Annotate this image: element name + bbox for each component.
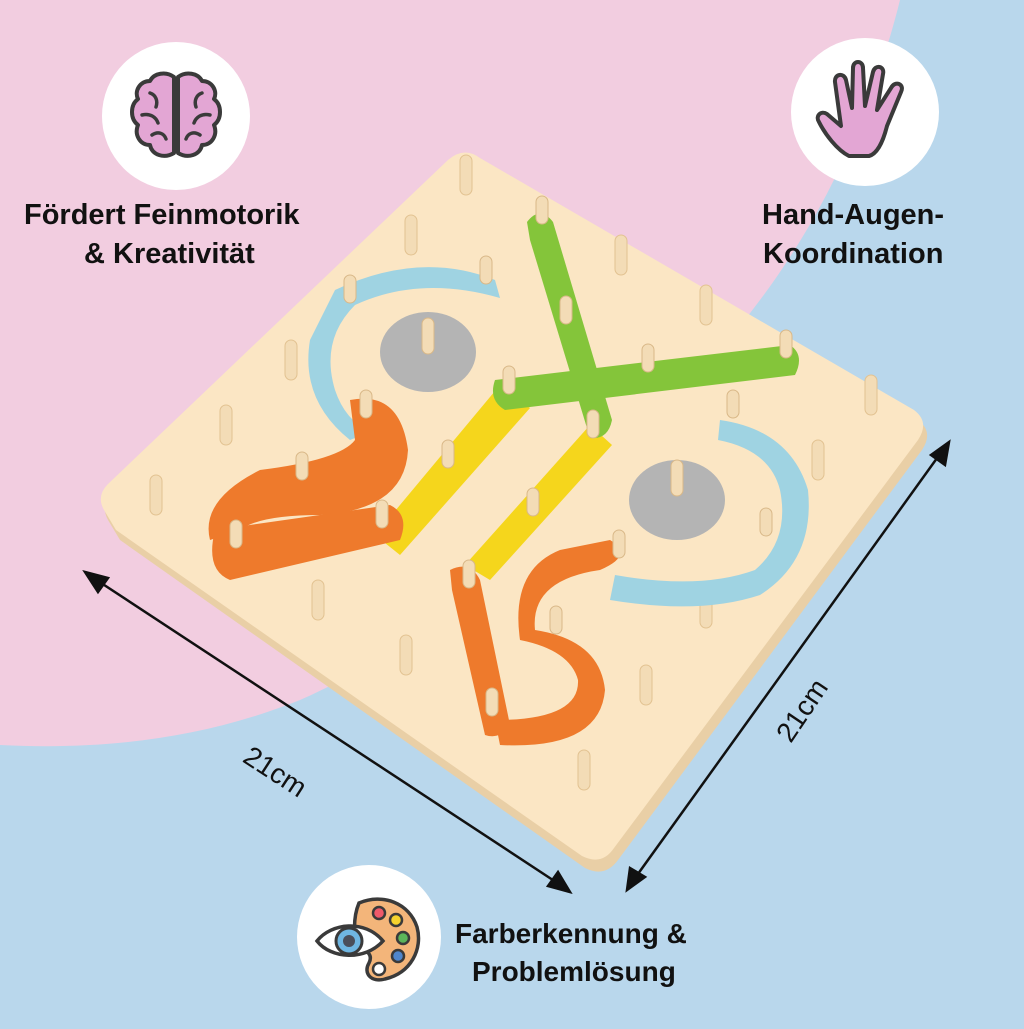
- orange-s: [495, 540, 621, 746]
- yellow-bar: [375, 385, 530, 555]
- arrow-head: [545, 869, 573, 895]
- arrow-head: [82, 569, 111, 595]
- feature-color-problem-line2: Problemlösung: [472, 956, 676, 987]
- feature-fine-motor-line2: & Kreativität: [84, 238, 255, 270]
- depth-arrow-line: [628, 446, 947, 886]
- green-bar: [492, 345, 799, 410]
- eye-palette-icon: [314, 897, 421, 982]
- brain-icon-circle: [102, 42, 250, 190]
- hand-icon-circle: [791, 38, 939, 186]
- peg-board: [100, 152, 924, 860]
- blue-arc: [308, 267, 500, 440]
- width-arrow-line: [91, 575, 566, 890]
- brain-icon: [130, 71, 222, 158]
- dimension-arrows: [82, 439, 951, 895]
- feature-color-problem-line1: Farberkennung &: [455, 918, 687, 949]
- feature-hand-eye-line1: Hand-Augen-: [762, 199, 945, 231]
- eye-palette-icon-circle: [297, 865, 441, 1009]
- feature-hand-eye-line2: Koordination: [763, 238, 944, 270]
- gray-disc: [629, 460, 725, 540]
- blue-arc: [610, 420, 809, 607]
- orange-bar: [212, 505, 404, 580]
- arrow-head: [928, 439, 951, 468]
- feature-fine-motor-line1: Fördert Feinmotorik: [24, 199, 300, 231]
- pegs: [149, 154, 878, 791]
- arrow-head: [625, 865, 648, 893]
- hand-icon: [815, 60, 904, 158]
